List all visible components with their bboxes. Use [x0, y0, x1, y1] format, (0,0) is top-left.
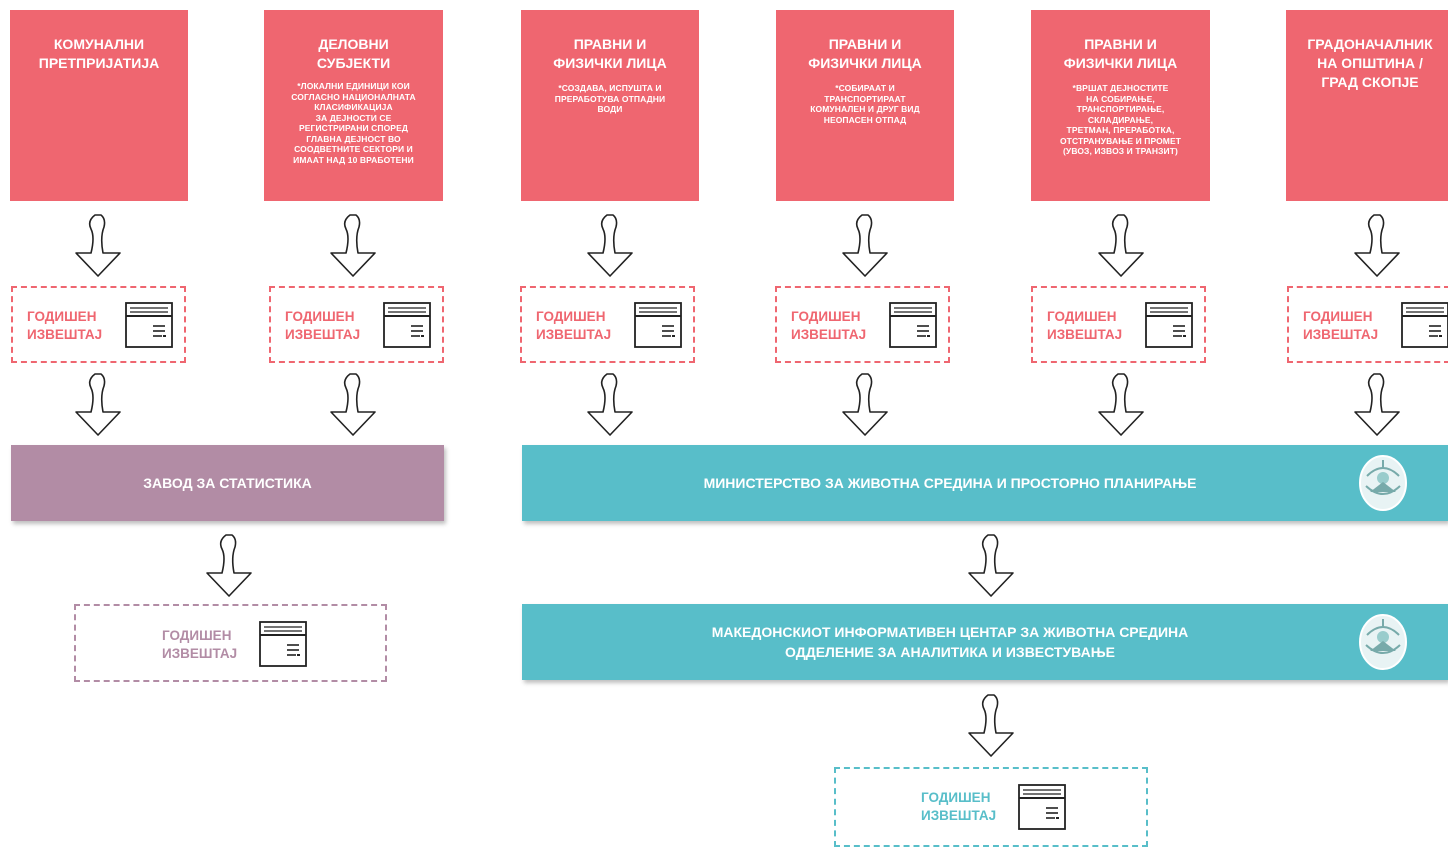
annual-report-box: ГОДИШЕН ИЗВЕШТАЈ: [520, 286, 695, 363]
ministry-bar: МИНИСТЕРСТВО ЗА ЖИВОТНА СРЕДИНА И ПРОСТО…: [522, 445, 1448, 521]
document-icon: [889, 302, 937, 348]
state-emblem-icon: [1359, 455, 1407, 511]
source-box-business-entities: ДЕЛОВНИ СУБЈЕКТИ *ЛОКАЛНИ ЕДИНИЦИ КОИ СО…: [264, 10, 443, 201]
info-center-label: МАКЕДОНСКИОТ ИНФОРМАТИВЕН ЦЕНТАР ЗА ЖИВО…: [711, 624, 1189, 660]
down-arrow-icon: [842, 373, 888, 436]
state-emblem-icon: [1359, 614, 1407, 670]
source-note: *ЛОКАЛНИ ЕДИНИЦИ КОИ СОГЛАСНО НАЦИОНАЛНА…: [291, 81, 416, 165]
source-title: ДЕЛОВНИ СУБЈЕКТИ: [316, 36, 391, 71]
down-arrow-icon: [206, 534, 252, 597]
source-box-mayor: ГРАДОНАЧАЛНИК НА ОПШТИНА / ГРАД СКОПЈЕ: [1286, 10, 1448, 201]
annual-report-box: ГОДИШЕН ИЗВЕШТАЈ: [1031, 286, 1206, 363]
statistics-annual-report-box: ГОДИШЕН ИЗВЕШТАЈ: [74, 604, 387, 682]
annual-report-box: ГОДИШЕН ИЗВЕШТАЈ: [269, 286, 444, 363]
down-arrow-icon: [1098, 373, 1144, 436]
down-arrow-icon: [587, 373, 633, 436]
document-icon: [383, 302, 431, 348]
annual-report-label: ГОДИШЕН ИЗВЕШТАЈ: [285, 309, 361, 342]
source-box-waste-collection: ПРАВНИ И ФИЗИЧКИ ЛИЦА *СОБИРААТ И ТРАНСП…: [776, 10, 954, 201]
down-arrow-icon: [330, 214, 376, 277]
down-arrow-icon: [968, 534, 1014, 597]
document-icon: [1401, 302, 1448, 348]
statistics-office-label: ЗАВОД ЗА СТАТИСТИКА: [143, 475, 312, 491]
source-title: ГРАДОНАЧАЛНИК НА ОПШТИНА / ГРАД СКОПЈЕ: [1307, 36, 1433, 90]
down-arrow-icon: [1098, 214, 1144, 277]
source-note: *СОЗДАВА, ИСПУШТА И ПРЕРАБОТУВА ОТПАДНИ …: [554, 83, 666, 114]
down-arrow-icon: [587, 214, 633, 277]
annual-report-label: ГОДИШЕН ИЗВЕШТАЈ: [162, 628, 238, 661]
source-box-communal-enterprises: КОМУНАЛНИ ПРЕТПРИЈАТИЈА: [10, 10, 188, 201]
annual-report-label: ГОДИШЕН ИЗВЕШТАЈ: [536, 309, 612, 342]
down-arrow-icon: [1354, 373, 1400, 436]
source-box-wastewater: ПРАВНИ И ФИЗИЧКИ ЛИЦА *СОЗДАВА, ИСПУШТА …: [521, 10, 699, 201]
document-icon: [1018, 784, 1066, 830]
annual-report-label: ГОДИШЕН ИЗВЕШТАЈ: [1303, 309, 1379, 342]
source-title: ПРАВНИ И ФИЗИЧКИ ЛИЦА: [553, 36, 667, 71]
down-arrow-icon: [75, 373, 121, 436]
down-arrow-icon: [842, 214, 888, 277]
annual-report-label: ГОДИШЕН ИЗВЕШТАЈ: [27, 309, 103, 342]
statistics-office-bar: ЗАВОД ЗА СТАТИСТИКА: [11, 445, 444, 521]
info-center-annual-report-box: ГОДИШЕН ИЗВЕШТАЈ: [834, 767, 1148, 847]
document-icon: [634, 302, 682, 348]
annual-report-label: ГОДИШЕН ИЗВЕШТАЈ: [791, 309, 867, 342]
source-title: ПРАВНИ И ФИЗИЧКИ ЛИЦА: [1063, 36, 1178, 71]
source-note: *СОБИРААТ И ТРАНСПОРТИРААТ КОМУНАЛЕН И Д…: [810, 83, 920, 125]
source-title: КОМУНАЛНИ ПРЕТПРИЈАТИЈА: [38, 36, 160, 71]
down-arrow-icon: [75, 214, 121, 277]
annual-report-label: ГОДИШЕН ИЗВЕШТАЈ: [921, 790, 997, 823]
document-icon: [259, 621, 307, 667]
info-center-bar: МАКЕДОНСКИОТ ИНФОРМАТИВЕН ЦЕНТАР ЗА ЖИВО…: [522, 604, 1448, 680]
source-box-waste-management: ПРАВНИ И ФИЗИЧКИ ЛИЦА *ВРШАТ ДЕЈНОСТИТЕ …: [1031, 10, 1210, 201]
annual-report-label: ГОДИШЕН ИЗВЕШТАЈ: [1047, 309, 1123, 342]
source-title: ПРАВНИ И ФИЗИЧКИ ЛИЦА: [808, 36, 922, 71]
ministry-label: МИНИСТЕРСТВО ЗА ЖИВОТНА СРЕДИНА И ПРОСТО…: [703, 475, 1197, 491]
source-note: *ВРШАТ ДЕЈНОСТИТЕ НА СОБИРАЊЕ, ТРАНСПОРТ…: [1059, 83, 1182, 156]
document-icon: [125, 302, 173, 348]
document-icon: [1145, 302, 1193, 348]
annual-report-box: ГОДИШЕН ИЗВЕШТАЈ: [11, 286, 186, 363]
down-arrow-icon: [968, 694, 1014, 757]
annual-report-box: ГОДИШЕН ИЗВЕШТАЈ: [775, 286, 950, 363]
down-arrow-icon: [330, 373, 376, 436]
down-arrow-icon: [1354, 214, 1400, 277]
annual-report-box: ГОДИШЕН ИЗВЕШТАЈ: [1287, 286, 1448, 363]
